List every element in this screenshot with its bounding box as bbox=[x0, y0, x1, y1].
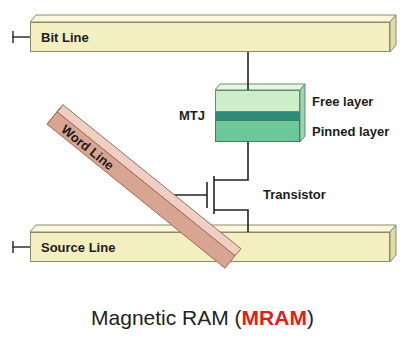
caption-box: Magnetic RAM (MRAM) bbox=[0, 306, 405, 330]
component-label: MTJ bbox=[179, 90, 205, 142]
caption-part: MRAM bbox=[242, 306, 307, 329]
source-line-terminal bbox=[12, 241, 30, 253]
layer-label: Pinned layer bbox=[312, 121, 389, 143]
wire bbox=[247, 142, 249, 168]
line-label: Bit Line bbox=[41, 23, 89, 53]
bit-line-top-face bbox=[30, 15, 396, 22]
wire bbox=[247, 222, 249, 232]
bit-line-end-face bbox=[390, 15, 396, 52]
tunnel-barrier bbox=[215, 112, 300, 120]
caption-part: Magnetic RAM ( bbox=[91, 306, 242, 329]
wire bbox=[247, 52, 249, 90]
mtj-stack: MTJFree layerPinned layer bbox=[215, 90, 300, 142]
transistor-symbol bbox=[214, 168, 248, 222]
layer-label: Free layer bbox=[312, 91, 373, 113]
component-label: Transistor bbox=[263, 168, 326, 222]
source-line-end-face bbox=[390, 225, 396, 262]
free-layer: Free layer bbox=[215, 90, 300, 112]
word-line-bar bbox=[47, 112, 235, 268]
bit-line-terminal bbox=[12, 31, 30, 43]
transistor: Transistor bbox=[205, 168, 255, 222]
mtj-side-face bbox=[300, 84, 305, 142]
line-label: Source Line bbox=[41, 233, 115, 263]
caption-part: ) bbox=[307, 306, 314, 329]
bit-line-bar: Bit Line bbox=[30, 22, 390, 52]
word-line-top-face bbox=[57, 105, 241, 256]
caption: Magnetic RAM (MRAM) bbox=[91, 306, 314, 330]
connector-group bbox=[248, 52, 249, 232]
pinned-layer: Pinned layer bbox=[215, 120, 300, 142]
label-layer: Word Line bbox=[0, 0, 405, 15]
